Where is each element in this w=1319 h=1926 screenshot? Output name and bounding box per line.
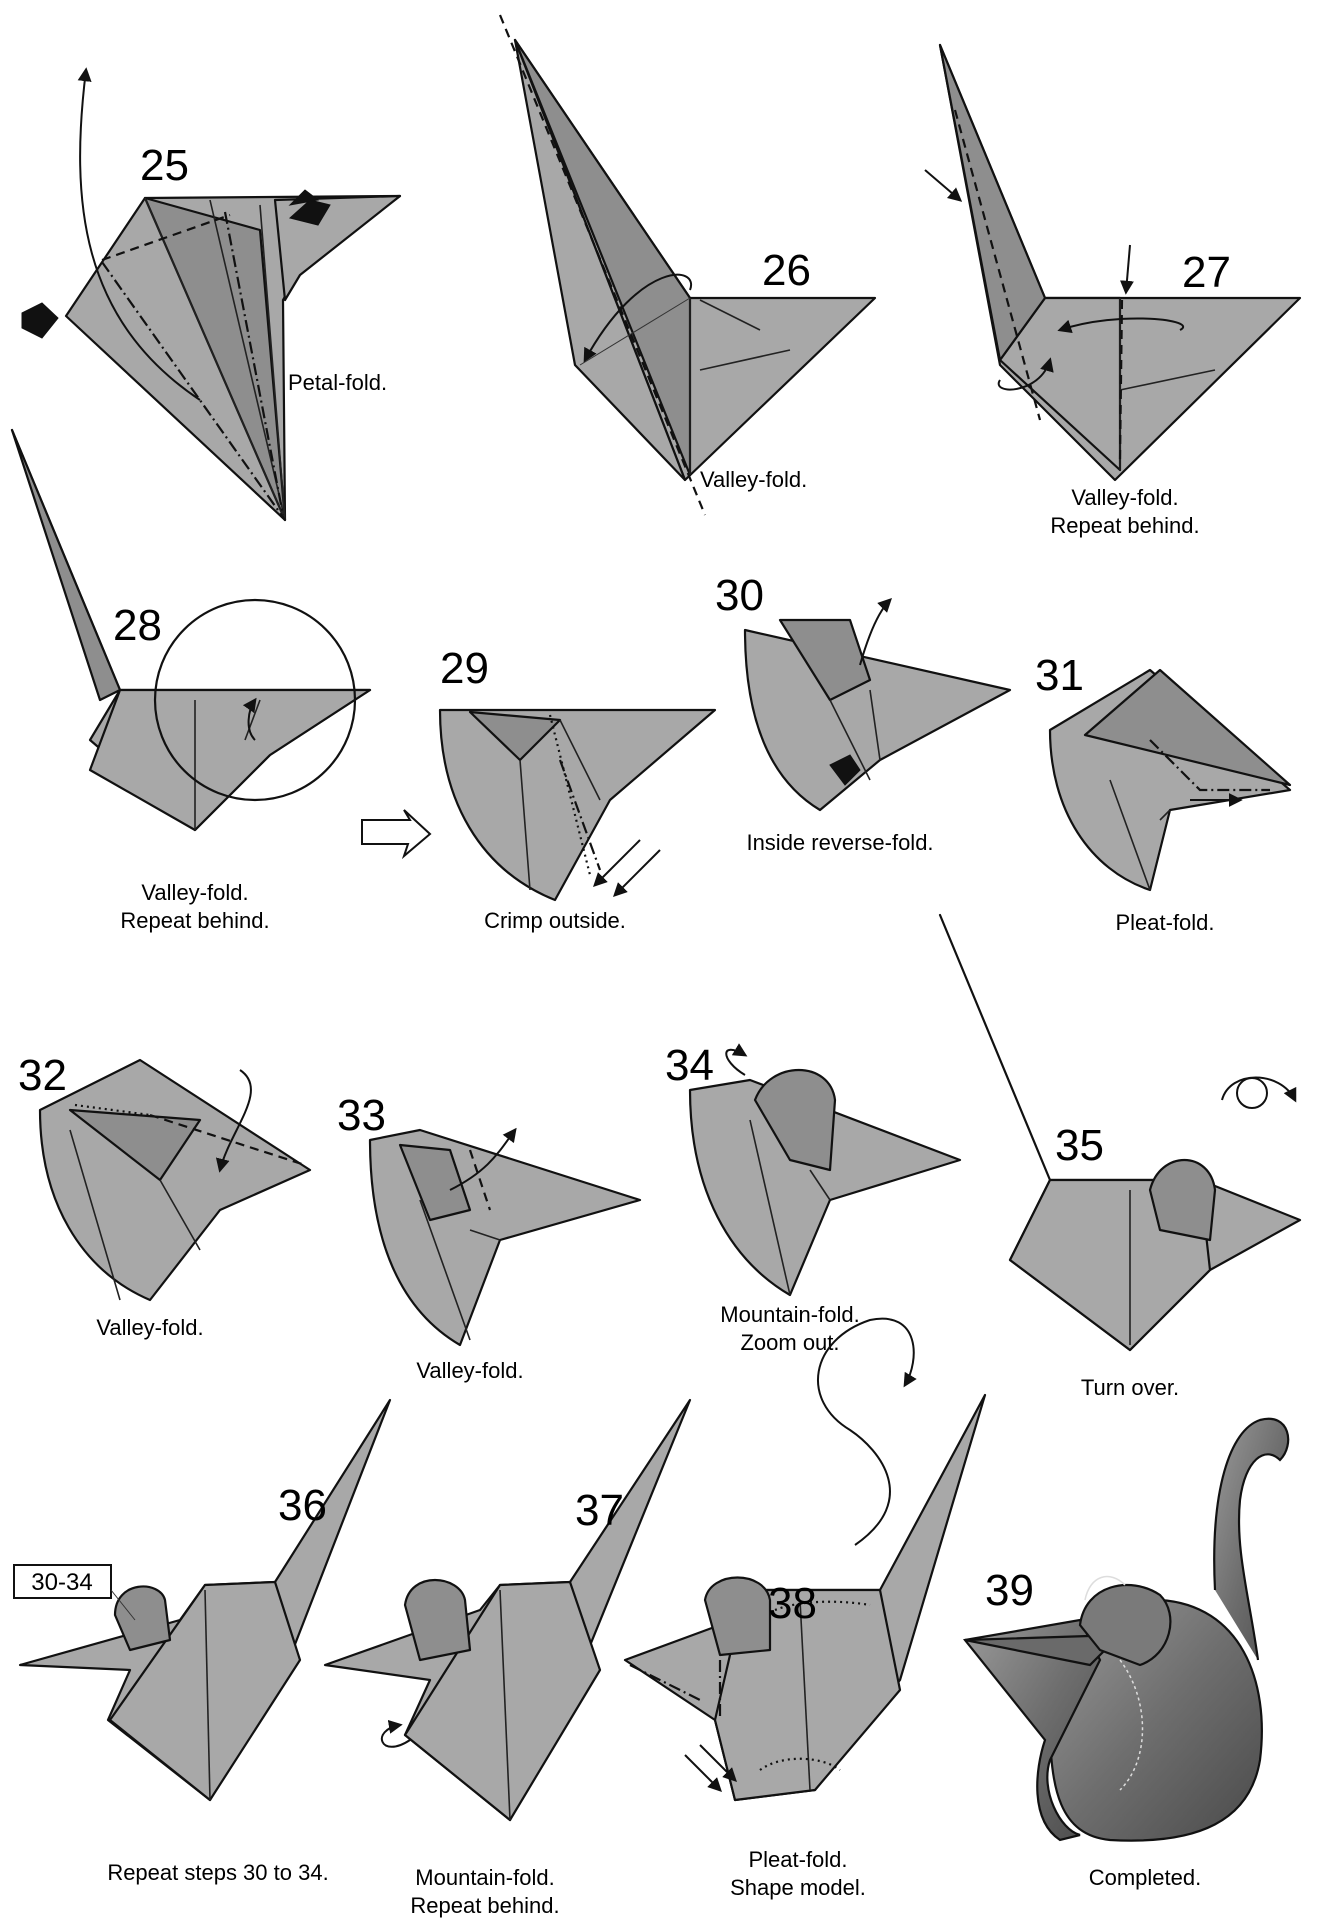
- step-32: 32 Valley-fold.: [18, 1051, 310, 1340]
- step-30-diagram: [745, 600, 1010, 810]
- step-33-diagram: [370, 1130, 640, 1345]
- step-33-number: 33: [337, 1091, 386, 1140]
- step-34-diagram: [690, 1050, 960, 1295]
- step-36-diagram: [14, 1400, 390, 1800]
- step-32-number: 32: [18, 1051, 67, 1100]
- step-38: 38 Pleat-fold. Shape model.: [625, 1319, 985, 1900]
- step-38-number: 38: [768, 1579, 817, 1628]
- repeat-steps-box-label: 30-34: [31, 1569, 92, 1596]
- step-28-caption-line-1: Valley-fold.: [141, 880, 248, 905]
- step-37-caption-line-1: Mountain-fold.: [415, 1865, 554, 1890]
- step-30: 30 Inside reverse-fold.: [715, 571, 1010, 855]
- step-25: 25 Petal-fold.: [22, 70, 400, 520]
- step-29-caption-line-1: Crimp outside.: [484, 908, 626, 933]
- step-35-caption-line-1: Turn over.: [1081, 1375, 1179, 1400]
- step-37-diagram: [325, 1400, 690, 1820]
- step-31-diagram: [1050, 670, 1290, 890]
- step-32-caption-line-1: Valley-fold.: [96, 1315, 203, 1340]
- step-33-caption-line-1: Valley-fold.: [416, 1358, 523, 1383]
- step-26-number: 26: [762, 246, 811, 295]
- step-35: 35 Turn over.: [940, 915, 1300, 1400]
- step-31-caption-line-1: Pleat-fold.: [1115, 910, 1214, 935]
- step-25-number: 25: [140, 141, 189, 190]
- step-33: 33 Valley-fold.: [337, 1091, 640, 1383]
- step-38-caption-line-1: Pleat-fold.: [748, 1847, 847, 1872]
- step-31-number: 31: [1035, 651, 1084, 700]
- step-36-number: 36: [278, 1481, 327, 1530]
- step-39-number: 39: [985, 1566, 1034, 1615]
- step-27-caption-line-2: Repeat behind.: [1050, 513, 1199, 538]
- step-28-diagram: [12, 430, 430, 856]
- step-25-caption-line-1: Petal-fold.: [288, 370, 387, 395]
- step-29-diagram: [440, 710, 715, 900]
- step-27: 27 Valley-fold. Repeat behind.: [925, 45, 1300, 538]
- step-37-caption-line-2: Repeat behind.: [410, 1893, 559, 1918]
- step-30-caption-line-1: Inside reverse-fold.: [746, 830, 933, 855]
- step-34-number: 34: [665, 1041, 714, 1090]
- step-39: 39 Completed.: [965, 1419, 1288, 1890]
- step-39-completed-mouse: [965, 1419, 1288, 1841]
- step-27-number: 27: [1182, 248, 1231, 297]
- step-27-diagram: [925, 45, 1300, 480]
- step-39-caption-line-1: Completed.: [1089, 1865, 1202, 1890]
- step-34-caption-line-1: Mountain-fold.: [720, 1302, 859, 1327]
- step-30-number: 30: [715, 571, 764, 620]
- step-35-diagram: [940, 915, 1300, 1350]
- step-28-number: 28: [113, 601, 162, 650]
- step-25-diagram: [22, 70, 400, 520]
- step-36: 30-34 36 Repeat steps 30 to 34.: [14, 1400, 390, 1885]
- step-38-caption-line-2: Shape model.: [730, 1875, 866, 1900]
- step-29: 29 Crimp outside.: [440, 644, 715, 933]
- step-32-diagram: [40, 1060, 310, 1300]
- step-29-number: 29: [440, 644, 489, 693]
- step-37-number: 37: [575, 1486, 624, 1535]
- step-31: 31 Pleat-fold.: [1035, 651, 1290, 935]
- step-38-diagram: [625, 1319, 985, 1800]
- step-36-caption-line-1: Repeat steps 30 to 34.: [107, 1860, 328, 1885]
- step-26-diagram: [500, 15, 875, 515]
- step-28-caption-line-2: Repeat behind.: [120, 908, 269, 933]
- step-26: 26 Valley-fold.: [500, 15, 875, 515]
- step-27-caption-line-1: Valley-fold.: [1071, 485, 1178, 510]
- step-35-number: 35: [1055, 1121, 1104, 1170]
- step-26-caption-line-1: Valley-fold.: [700, 467, 807, 492]
- step-34-caption-line-2: Zoom out.: [740, 1330, 839, 1355]
- step-34: 34 Mountain-fold. Zoom out.: [665, 1041, 960, 1355]
- step-28: 28 Valley-fold. Repeat behind.: [12, 430, 430, 933]
